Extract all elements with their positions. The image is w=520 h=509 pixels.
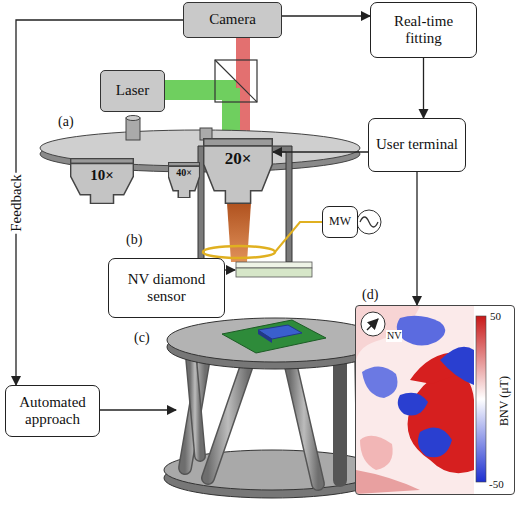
connector-arrow xyxy=(423,58,424,118)
objective-body xyxy=(203,138,273,204)
node-text: Automated approach xyxy=(11,394,94,429)
node-text: User terminal xyxy=(376,136,458,153)
turret-post xyxy=(126,118,140,140)
terminal-box: User terminal xyxy=(368,118,466,172)
field-map xyxy=(356,306,514,494)
camera-box: Camera xyxy=(183,2,282,38)
edge-label: Feedback xyxy=(8,172,25,233)
process-box: Automated approach xyxy=(5,385,100,437)
mw-wire xyxy=(275,222,322,252)
map-label: BNV (μT) xyxy=(498,375,512,427)
glass-slide xyxy=(236,268,312,277)
mw-source xyxy=(357,210,381,234)
process-box: Real-time fitting xyxy=(370,2,477,58)
part-label: (c) xyxy=(134,330,150,346)
sample-side xyxy=(258,330,272,343)
splitter-mirror xyxy=(215,60,257,102)
nv-axis-arrow xyxy=(367,319,378,330)
connector-arrow xyxy=(416,172,417,305)
part-label: (b) xyxy=(126,232,142,248)
colorbar xyxy=(476,316,486,482)
connector-arrow xyxy=(16,20,183,385)
turret-post-top xyxy=(126,116,140,121)
excitation-cone xyxy=(227,203,251,262)
sine-symbol xyxy=(360,217,378,227)
objective: 40× xyxy=(168,162,200,198)
node-text: NV diamond sensor xyxy=(114,271,219,306)
part-label: (d) xyxy=(362,287,378,303)
map-label: -50 xyxy=(488,478,505,491)
objective: 10× xyxy=(70,158,134,204)
mw-box: MW xyxy=(322,206,358,238)
field-map-panel: NV 50 -50 BNV (μT) xyxy=(355,305,515,495)
connector-arrow xyxy=(282,15,370,16)
diamond-layer xyxy=(236,262,312,268)
sample-stage xyxy=(222,320,326,353)
beam-splitter xyxy=(215,60,257,102)
map-label: 50 xyxy=(489,310,502,323)
node-text: 10× xyxy=(90,167,114,184)
control-arrow xyxy=(98,409,176,410)
node-text: 40× xyxy=(176,167,192,179)
map-label: NV xyxy=(386,330,402,342)
laser-box: Laser xyxy=(100,70,165,112)
part-label: (a) xyxy=(58,114,74,130)
objective-mount xyxy=(198,146,292,262)
sensor-box: NV diamond sensor xyxy=(108,258,225,318)
objective: 20× xyxy=(203,138,273,204)
node-text: MW xyxy=(329,215,351,229)
connector-arrow xyxy=(273,151,368,152)
node-text: 20× xyxy=(225,149,252,169)
node-text: Camera xyxy=(209,11,256,28)
nv-compass xyxy=(361,312,385,336)
hexapod-top xyxy=(167,318,383,362)
node-text: Real-time fitting xyxy=(376,13,471,48)
mw-loop xyxy=(203,246,275,258)
node-text: Laser xyxy=(116,82,149,99)
